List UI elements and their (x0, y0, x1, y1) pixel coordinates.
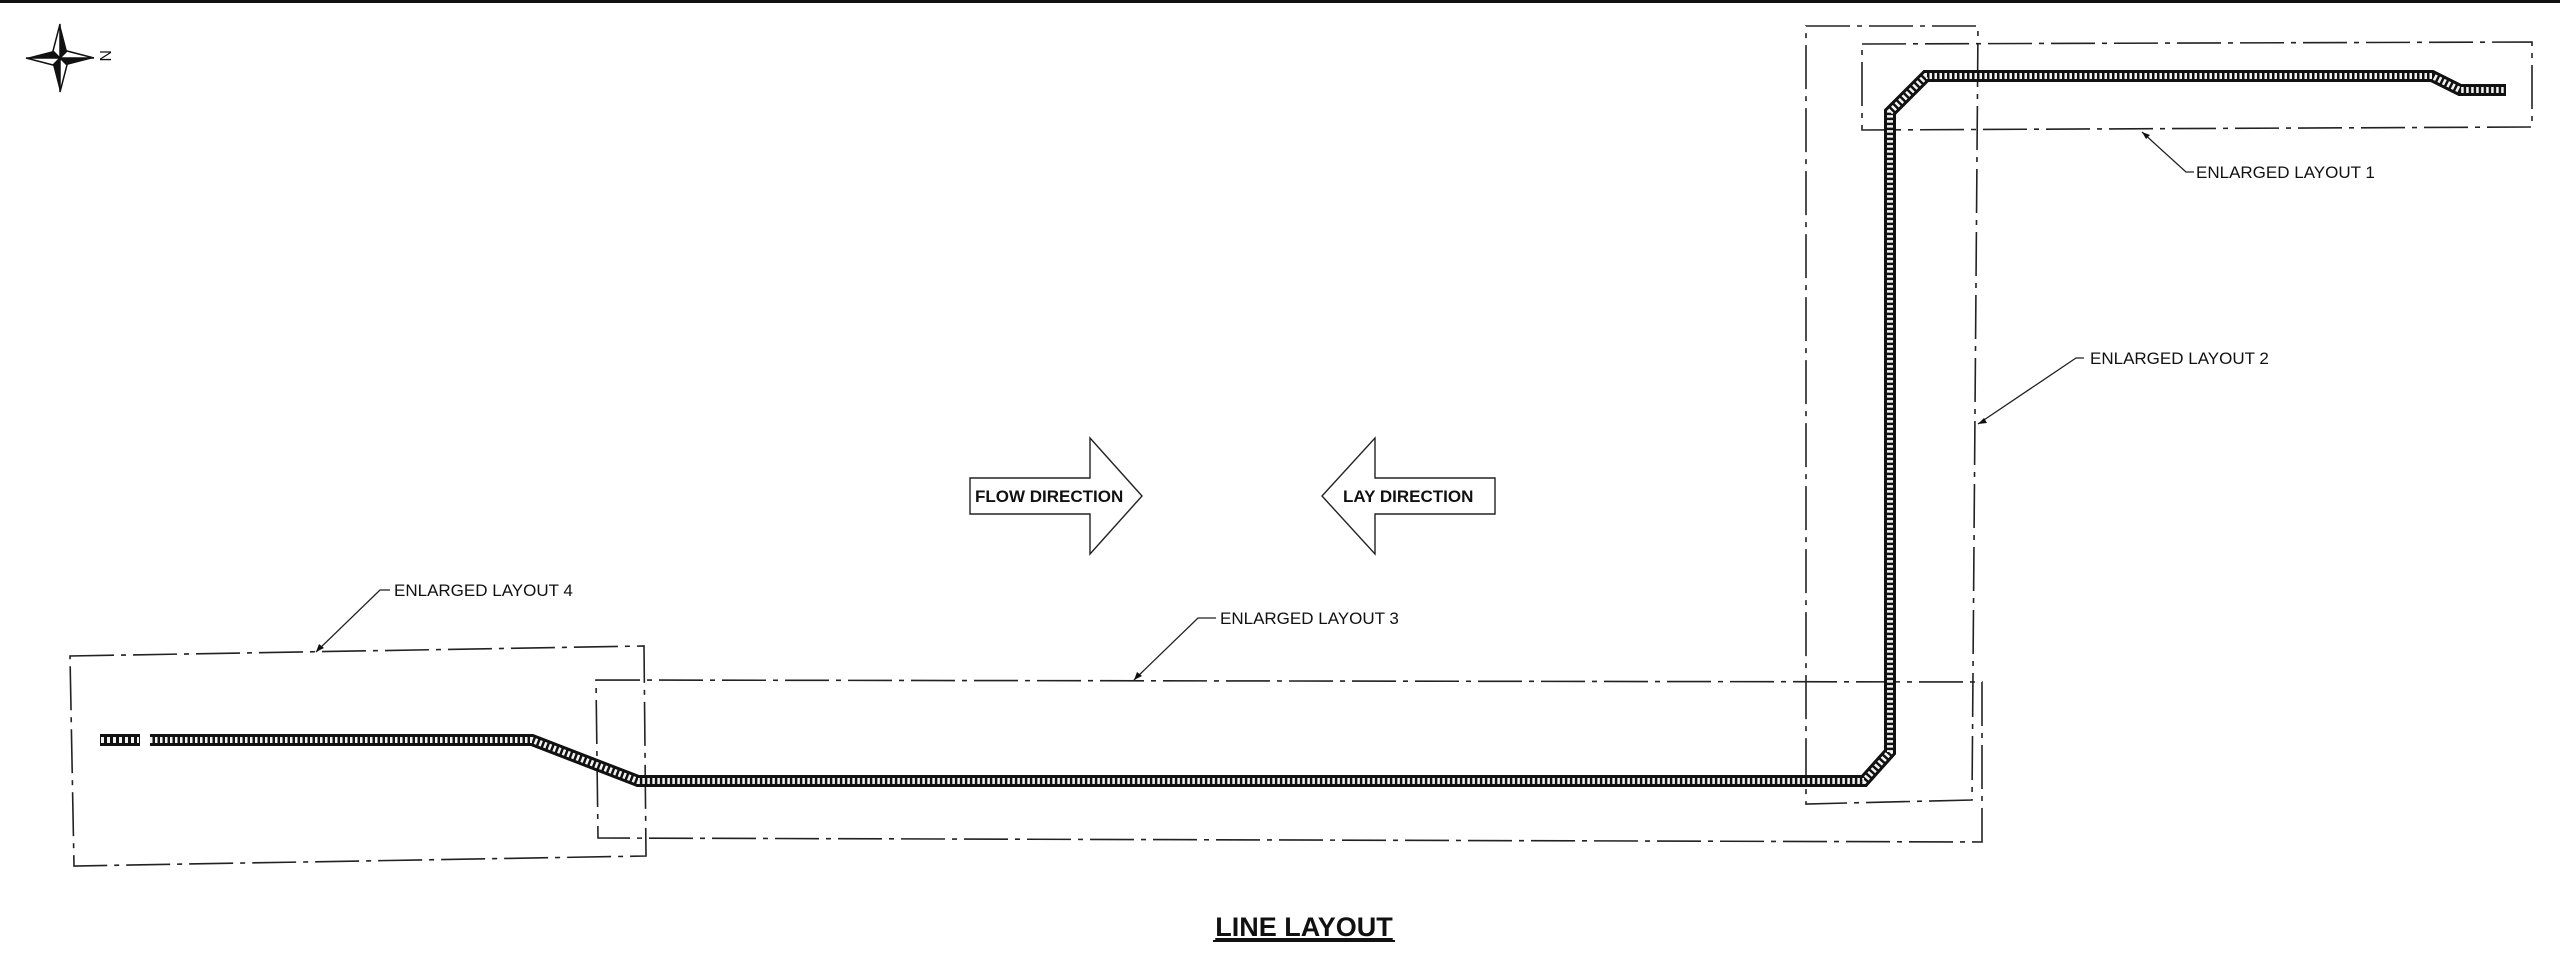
north-arrow-icon (25, 23, 95, 93)
callout-leader-2 (1977, 357, 2084, 425)
flow-direction-label: FLOW DIRECTION (975, 487, 1123, 506)
lay-direction-arrow: LAY DIRECTION (1321, 436, 1496, 556)
enlarged-layout-2-box (1805, 25, 1979, 805)
callout-enlarged-layout-3: ENLARGED LAYOUT 3 (1220, 609, 1399, 628)
drawing-title: LINE LAYOUT (1215, 912, 1393, 942)
flow-direction-arrow: FLOW DIRECTION (969, 436, 1143, 556)
callout-enlarged-layout-4: ENLARGED LAYOUT 4 (394, 581, 573, 600)
enlarged-layout-1-box (1861, 41, 2533, 131)
pipeline-route (100, 70, 2506, 787)
enlarged-layout-3-box (595, 679, 1983, 843)
north-label: N (96, 50, 113, 62)
lay-direction-label: LAY DIRECTION (1343, 487, 1473, 506)
callout-enlarged-layout-1: ENLARGED LAYOUT 1 (2196, 163, 2375, 182)
callout-leader-4 (315, 589, 390, 653)
callout-leader-1 (2141, 131, 2194, 173)
callout-enlarged-layout-2: ENLARGED LAYOUT 2 (2090, 349, 2269, 368)
callout-leader-3 (1133, 617, 1216, 681)
enlarged-layout-4-box (69, 645, 647, 867)
